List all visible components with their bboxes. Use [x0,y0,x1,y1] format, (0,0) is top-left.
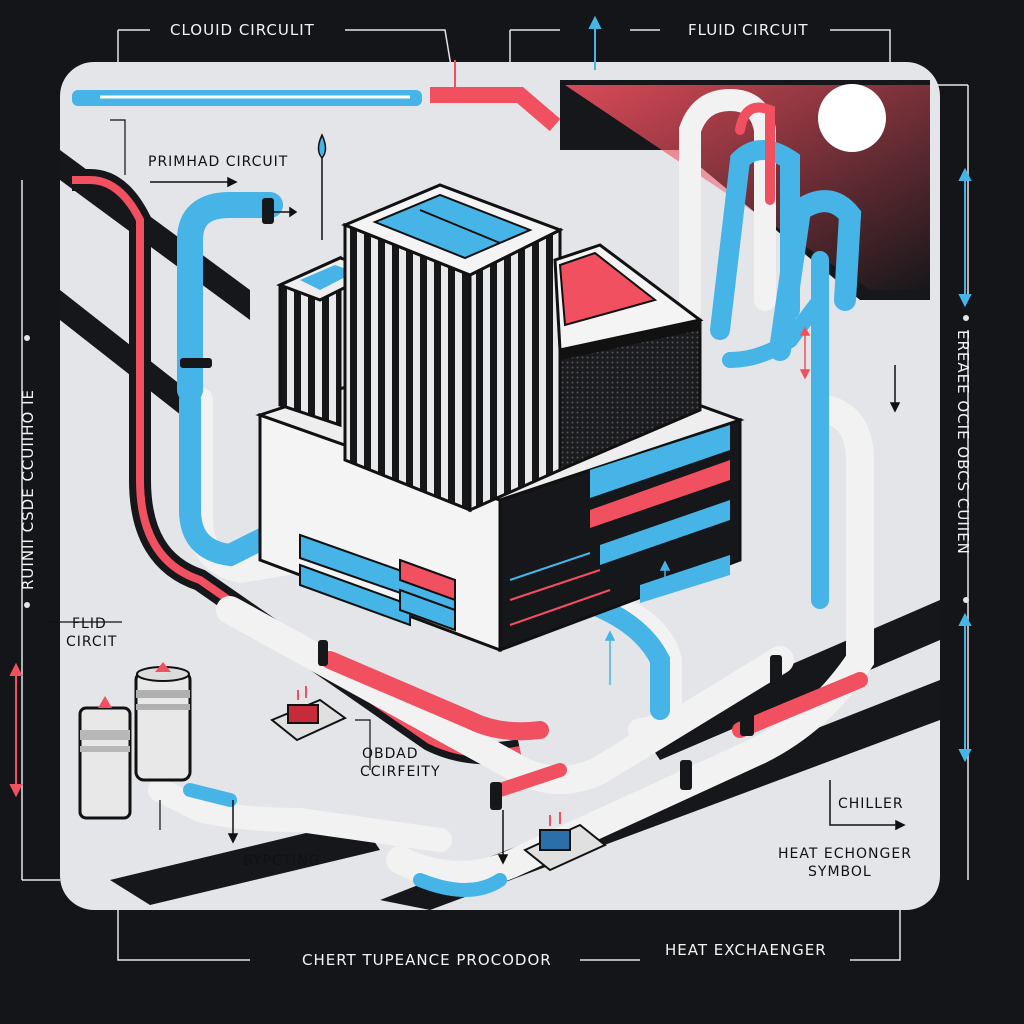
red-marker-arrow-icon [799,326,811,380]
label-fluid-circuit-left-2: CIRCIT [66,634,117,650]
arrow-up-blue-icon [604,560,671,685]
callout-lines [50,119,371,830]
blue-pipe-network [177,88,862,897]
marker-dot [963,315,969,321]
label-capacity-1: OBDAD [362,746,419,762]
label-hx-symbol-2: SYMBOL [808,864,872,880]
arrow-down-small-icon [889,365,901,413]
arrow-right-chiller-icon [829,780,906,831]
arrow-down-hx-icon [497,810,509,865]
marker-dot [963,597,969,603]
double-arrow-right-2-icon [958,612,972,763]
label-bypassing: BYPCTING [243,853,321,869]
drop-arrow-icon [317,133,327,240]
central-cooling-tower [255,183,745,653]
flow-arrows [9,15,972,865]
arrow-right-icon [150,176,238,188]
label-right-vertical: EREAEE OCIE OBCS CUIIEN [954,330,972,555]
double-arrow-right-1-icon [958,167,972,308]
label-hx-symbol-1: HEAT ECHONGER [778,846,912,862]
heat-exchanger-symbol [523,812,607,872]
label-chiller: CHILLER [838,796,904,812]
label-capacity-2: CCIRFEITY [360,764,441,780]
label-bottom-left: CHERT TUPEANCE PROCODOR [302,951,552,969]
label-bottom-right: HEAT EXCHAENGER [665,941,827,959]
label-left-vertical: RUINII CSDE CCUIIHO IE [19,389,37,590]
arrow-right-pipe-icon [272,206,298,218]
arrow-down-icon [448,60,462,101]
top-header-pipes [72,87,561,132]
label-fluid-circuit-top: FLUID CIRCUIT [688,21,809,39]
label-primary-circuit: PRIMHAD CIRCUIT [148,154,288,170]
double-arrow-left-icon [9,662,23,798]
frame-lines [21,29,969,961]
arrow-up-icon [588,15,602,70]
sun-circle [818,84,886,152]
label-fluid-circuit-left-1: FLID [72,616,107,632]
storage-tanks [78,662,192,820]
marker-dot [24,335,30,341]
marker-dot [24,602,30,608]
arrow-down-bypass-icon [227,800,239,844]
pipe-couplings [180,198,782,810]
labels: CLOUID CIRCULIT FLUID CIRCUIT PRIMHAD CI… [19,21,972,969]
heater-symbol [270,686,347,742]
red-pipe-network [321,651,868,797]
label-cloud-circuit: CLOUID CIRCULIT [170,21,315,39]
